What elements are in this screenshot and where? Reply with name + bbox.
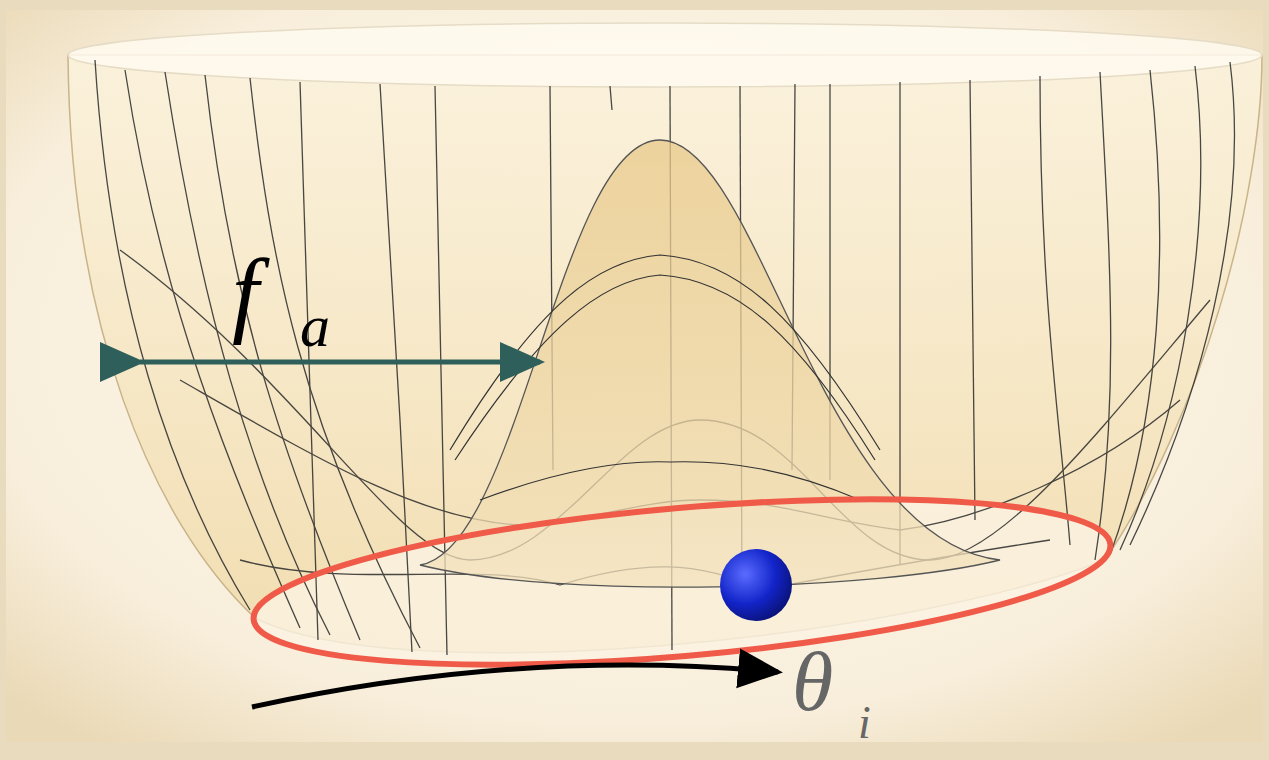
subscript-label: i [858,700,871,746]
symbol-label: θ [792,640,833,724]
symbol-label: f [232,245,259,341]
subscript-label: a [300,296,330,356]
